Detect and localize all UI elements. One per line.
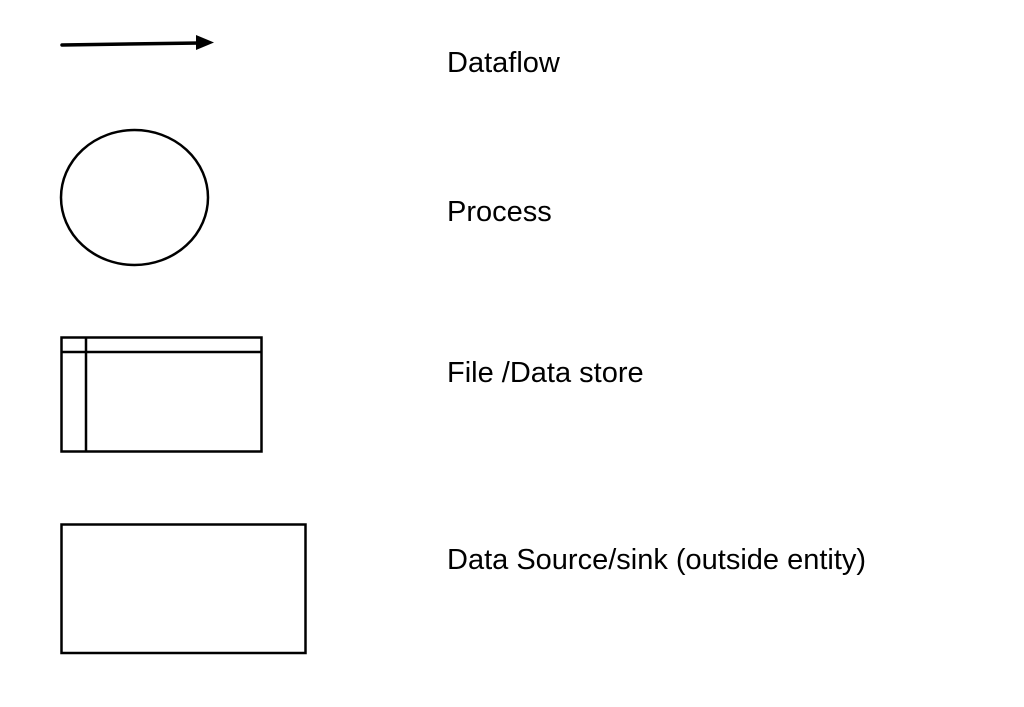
data-store-label: File /Data store [447,357,644,389]
dataflow-label: Dataflow [447,47,560,79]
circle-icon [59,128,210,267]
data-store-icon [60,336,263,453]
rectangle-icon [60,523,307,655]
arrow-icon [60,35,214,50]
data-source-sink-label: Data Source/sink (outside entity) [447,544,867,576]
process-label: Process [447,196,552,228]
